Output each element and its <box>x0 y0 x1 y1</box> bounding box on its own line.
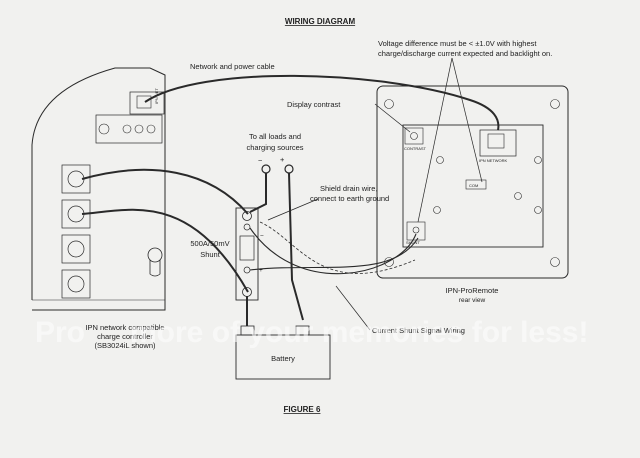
battery-body <box>235 334 331 380</box>
voltage-pointer-2 <box>451 57 483 183</box>
remote-inner-board <box>402 124 544 248</box>
controller-wire-2 <box>81 208 249 293</box>
shield-label-1: Shield drain wire, <box>320 184 378 193</box>
controller-network-jack <box>129 91 165 115</box>
load-terminal-negative <box>261 164 271 174</box>
shunt-plus: + <box>259 267 263 274</box>
shunt-label-1: 500A/50mV <box>190 239 229 248</box>
load-terminal-positive <box>284 164 294 174</box>
voltage-note-2: charge/discharge current expected and ba… <box>378 49 552 58</box>
signal-wire-1 <box>249 227 417 275</box>
signal-pointer <box>335 285 371 331</box>
com-box <box>465 179 487 190</box>
com-label: COM <box>469 183 478 188</box>
voltage-note-1: Voltage difference must be < ±1.0V with … <box>378 39 537 48</box>
terminal-screw <box>134 124 144 134</box>
battery: Battery <box>235 325 331 380</box>
remote-outer-panel <box>376 85 569 279</box>
loads-plus: + <box>280 155 285 164</box>
load-positive-wire <box>288 172 304 321</box>
network-cable-label: Network and power cable <box>190 62 275 71</box>
remote-name: IPN-ProRemote <box>446 286 499 295</box>
voltage-pointer-1 <box>417 57 453 223</box>
watermark-right: more of your memories for less! <box>130 316 588 349</box>
shield-drain-wire <box>259 221 416 274</box>
controller-label-3: (SB3024iL shown) <box>94 341 156 350</box>
controller-connector-block <box>95 114 163 144</box>
figure-caption: FIGURE 6 <box>284 405 321 414</box>
loads-minus: − <box>258 156 263 165</box>
controller-label-1: IPN network compatible <box>85 323 164 332</box>
load-negative-wire <box>249 173 267 213</box>
contrast-label: CONTRAST <box>404 146 427 151</box>
signal-wire-2 <box>249 237 419 271</box>
network-cable <box>144 74 500 131</box>
remote-view: rear view <box>459 297 486 304</box>
remote-network-jack <box>479 129 517 157</box>
diagram-title: WIRING DIAGRAM <box>285 17 356 26</box>
shunt-body <box>235 207 259 301</box>
controller-terminals <box>61 164 91 299</box>
loads-label-1: To all loads and <box>249 132 301 141</box>
controller-wire-1 <box>81 168 249 215</box>
terminal-screw <box>146 124 156 134</box>
contrast-pointer <box>374 103 411 133</box>
battery-terminal-positive <box>295 325 310 336</box>
ipn-proremote: CONTRAST IPN NETWORK COM SHUNT IPN-ProRe… <box>376 85 569 304</box>
controller-label-2: charge controller <box>97 332 153 341</box>
display-contrast-label: Display contrast <box>287 100 341 109</box>
mounting-keyhole <box>147 247 163 263</box>
charge-controller: IPN NET IPN network compatible charge co… <box>31 67 166 350</box>
contrast-pot <box>404 127 424 145</box>
shield-label-2: connect to earth ground <box>310 194 389 203</box>
current-shunt: − + <box>235 207 264 301</box>
terminal-screw <box>98 123 110 135</box>
watermark-left: Pro <box>35 316 85 349</box>
loads-label-2: charging sources <box>246 143 303 152</box>
remote-shunt-terminal <box>406 221 426 241</box>
terminal-screw <box>122 124 132 134</box>
shunt-box-label: SHUNT <box>406 240 420 245</box>
signal-wiring-label: Current Shunt Signal Wiring <box>372 326 465 335</box>
shunt-minus: − <box>260 233 264 240</box>
shield-pointer <box>267 198 319 221</box>
ipn-network-label: IPN NETWORK <box>479 158 508 163</box>
shunt-label-2: Shunt <box>200 250 221 259</box>
battery-label: Battery <box>271 354 295 363</box>
